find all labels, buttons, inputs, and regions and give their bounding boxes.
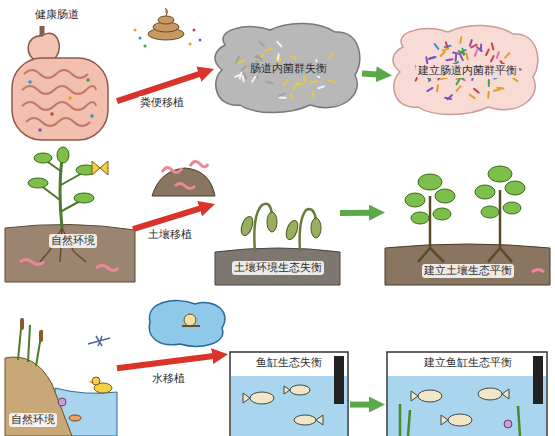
bacterium (290, 56, 295, 59)
tank-balanced (387, 352, 547, 436)
bacterium (260, 42, 265, 46)
stage-label: 建立土壤生态平衡 (422, 264, 514, 278)
bacterium (278, 54, 279, 60)
stage-label: 肠道内菌群失衡 (248, 62, 329, 76)
bacterium (513, 78, 518, 81)
bacterium (235, 75, 241, 77)
stage-panel: 自然环境 (5, 150, 133, 282)
bacterium (294, 84, 297, 89)
bacterium (470, 40, 472, 46)
stool-illustration (134, 8, 202, 48)
bacterium (457, 86, 461, 91)
bacterium (241, 67, 246, 71)
edge-label: 水移植 (150, 372, 187, 386)
stage-label: 自然环境 (9, 413, 57, 427)
bacterium (277, 42, 281, 46)
bacterium (243, 73, 246, 78)
plant-illustration (5, 147, 135, 282)
stage-panel: 肠道内菌群失衡 (214, 25, 362, 113)
bacterium (290, 94, 293, 100)
healthy-soil (385, 166, 550, 285)
stage-panel: 鱼缸生态失衡 (228, 350, 350, 434)
gut-illustration (12, 26, 108, 140)
bacterium (425, 57, 428, 63)
bacterium (441, 52, 445, 56)
stage-label: 鱼缸生态失衡 (254, 356, 324, 370)
bacterium (255, 57, 261, 59)
bacterium (491, 56, 494, 61)
transfer-arrow (340, 210, 371, 216)
bacterium (460, 55, 463, 60)
bacterium (460, 37, 461, 43)
stage-panel: 建立肠道内菌群平衡 (392, 27, 542, 115)
bacterium (318, 86, 324, 88)
bacterium (429, 57, 435, 59)
bacterium (239, 60, 244, 63)
stage-label: 健康肠道 (33, 8, 81, 22)
bacterium (494, 89, 500, 90)
bacterium (280, 97, 286, 99)
bacterium (492, 44, 493, 50)
bacterium (471, 45, 476, 48)
bacterium (296, 82, 302, 85)
bacterium (442, 49, 448, 51)
bacterium (236, 57, 238, 62)
bacterium (266, 49, 272, 51)
imbalance-blob (215, 23, 360, 112)
bacterium (427, 88, 432, 91)
bacterium (313, 92, 314, 98)
transfer-arrow (133, 208, 201, 229)
bacterium (303, 76, 306, 82)
bacterium (457, 79, 460, 84)
stage-panel: 建立鱼缸生态平衡 (385, 350, 550, 434)
wilted-soil (215, 204, 340, 285)
stage-label: 土壤环境生态失衡 (232, 261, 324, 275)
bacterium (455, 55, 457, 61)
bacterium (435, 44, 439, 49)
stage-label: 建立肠道内菌群平衡 (416, 64, 519, 78)
bacterium (266, 82, 272, 83)
bacterium (284, 81, 288, 85)
stage-panel: 建立土壤生态平衡 (385, 160, 550, 285)
transfer-arrow (117, 356, 214, 368)
bacterium (466, 53, 468, 59)
bacterium (445, 98, 451, 99)
stage-label: 自然环境 (49, 234, 97, 248)
water-sample (149, 301, 225, 347)
balance-blob (393, 25, 538, 114)
bacterium (487, 92, 489, 98)
bacterium (475, 50, 477, 56)
bacterium (446, 42, 448, 48)
bacterium (453, 52, 459, 53)
bacterium (252, 76, 255, 81)
bacterium (474, 89, 479, 93)
bacterium (279, 93, 284, 96)
stage-label: 建立鱼缸生态平衡 (422, 356, 514, 370)
bacterium (488, 80, 490, 86)
bacterium (436, 85, 439, 91)
bacterium (480, 44, 482, 50)
soil-sample (152, 161, 215, 196)
bacterium (430, 57, 436, 58)
bacterium (497, 52, 499, 58)
bacterium (486, 50, 489, 55)
tank-unbalanced (230, 352, 348, 436)
bacterium (329, 81, 335, 83)
lake-illustration (5, 318, 117, 436)
transfer-arrow (350, 402, 371, 408)
edge-label: 粪便移植 (138, 96, 186, 110)
bacterium (330, 53, 334, 57)
bacterium (505, 53, 509, 57)
bacterium (447, 58, 453, 61)
bacterium (462, 49, 463, 55)
bacterium (311, 81, 317, 84)
stage-panel: 健康肠道 (5, 8, 117, 145)
edge-label: 土壤移植 (146, 228, 194, 242)
bacterium (470, 95, 475, 98)
transfer-arrow (362, 73, 378, 74)
stage-panel: 自然环境 (5, 325, 117, 433)
stage-panel: 土壤环境生态失衡 (215, 195, 340, 285)
